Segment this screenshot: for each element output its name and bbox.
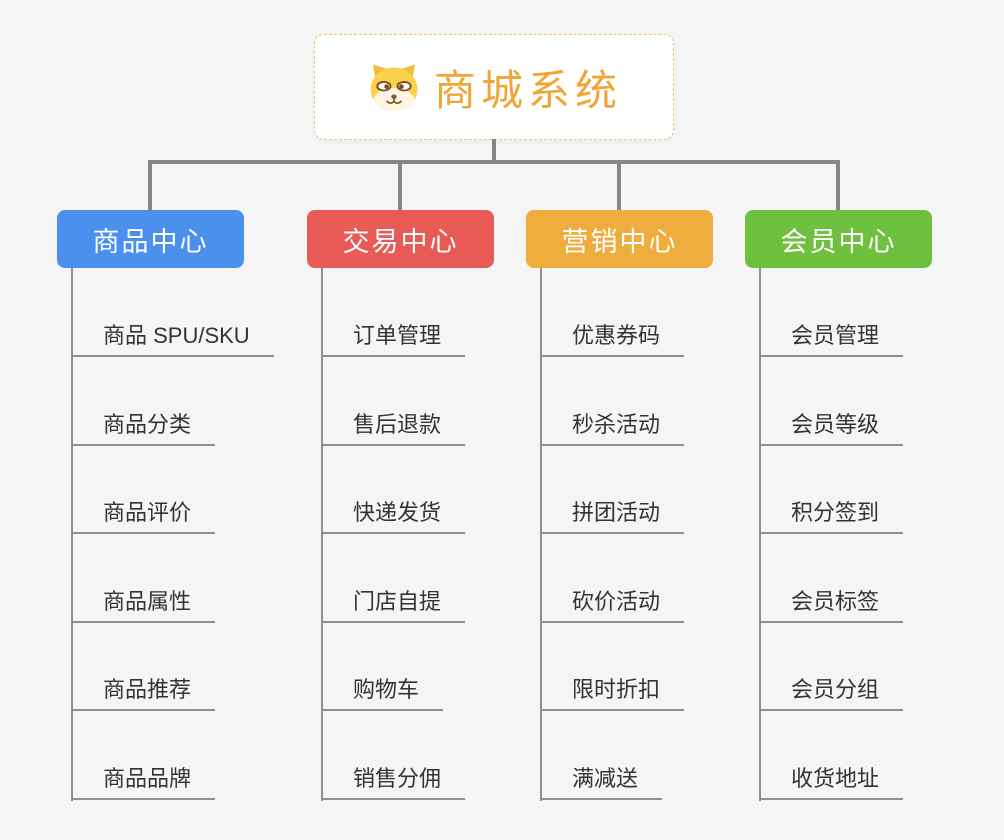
- leaf-node[interactable]: 砍价活动: [540, 577, 685, 623]
- leaf-node[interactable]: 商品属性: [71, 577, 216, 623]
- branch-column-marketing-center: 营销中心 优惠券码 秒杀活动 拼团活动 砍价活动 限时折扣 满减送: [526, 210, 776, 820]
- leaf-node[interactable]: 会员管理: [759, 311, 904, 357]
- connector-drop-1: [148, 163, 152, 210]
- leaf-node[interactable]: 拼团活动: [540, 488, 685, 534]
- leaf-node[interactable]: 商品分类: [71, 400, 216, 446]
- branch-trunk-line: [71, 268, 73, 801]
- leaf-node[interactable]: 商品推荐: [71, 665, 216, 711]
- leaf-node[interactable]: 销售分佣: [321, 754, 466, 800]
- leaf-node[interactable]: 满减送: [540, 754, 663, 800]
- branch-node-trade-center[interactable]: 交易中心: [307, 210, 494, 268]
- branch-column-product-center: 商品中心 商品 SPU/SKU 商品分类 商品评价 商品属性 商品推荐 商品品牌: [57, 210, 307, 820]
- branch-column-trade-center: 交易中心 订单管理 售后退款 快递发货 门店自提 购物车 销售分佣: [307, 210, 557, 820]
- leaf-node[interactable]: 商品品牌: [71, 754, 216, 800]
- connector-drop-4: [836, 163, 840, 210]
- leaf-node[interactable]: 快递发货: [321, 488, 466, 534]
- leaf-node[interactable]: 积分签到: [759, 488, 904, 534]
- leaf-node[interactable]: 门店自提: [321, 577, 466, 623]
- root-title: 商城系统: [433, 66, 622, 114]
- dog-face-icon: [370, 64, 418, 112]
- leaf-node[interactable]: 售后退款: [321, 400, 466, 446]
- leaf-node[interactable]: 秒杀活动: [540, 400, 685, 446]
- root-node-mall-system[interactable]: 商城系统: [314, 34, 674, 140]
- connector-horizontal: [148, 160, 840, 164]
- leaf-node[interactable]: 购物车: [321, 665, 444, 711]
- leaf-node[interactable]: 会员等级: [759, 400, 904, 446]
- leaf-node[interactable]: 限时折扣: [540, 665, 685, 711]
- connector-drop-2: [398, 163, 402, 210]
- branch-trunk-line: [540, 268, 542, 801]
- leaf-node[interactable]: 收货地址: [759, 754, 904, 800]
- leaf-node[interactable]: 订单管理: [321, 311, 466, 357]
- leaf-node[interactable]: 会员标签: [759, 577, 904, 623]
- connector-root-stub: [492, 139, 496, 161]
- branch-node-marketing-center[interactable]: 营销中心: [526, 210, 713, 268]
- branch-trunk-line: [321, 268, 323, 801]
- leaf-node[interactable]: 优惠券码: [540, 311, 685, 357]
- branch-trunk-line: [759, 268, 761, 801]
- connector-drop-3: [617, 163, 621, 210]
- branch-node-member-center[interactable]: 会员中心: [745, 210, 932, 268]
- branch-column-member-center: 会员中心 会员管理 会员等级 积分签到 会员标签 会员分组 收货地址: [745, 210, 995, 820]
- leaf-node[interactable]: 会员分组: [759, 665, 904, 711]
- leaf-node[interactable]: 商品评价: [71, 488, 216, 534]
- leaf-node[interactable]: 商品 SPU/SKU: [71, 311, 274, 357]
- branch-node-product-center[interactable]: 商品中心: [57, 210, 244, 268]
